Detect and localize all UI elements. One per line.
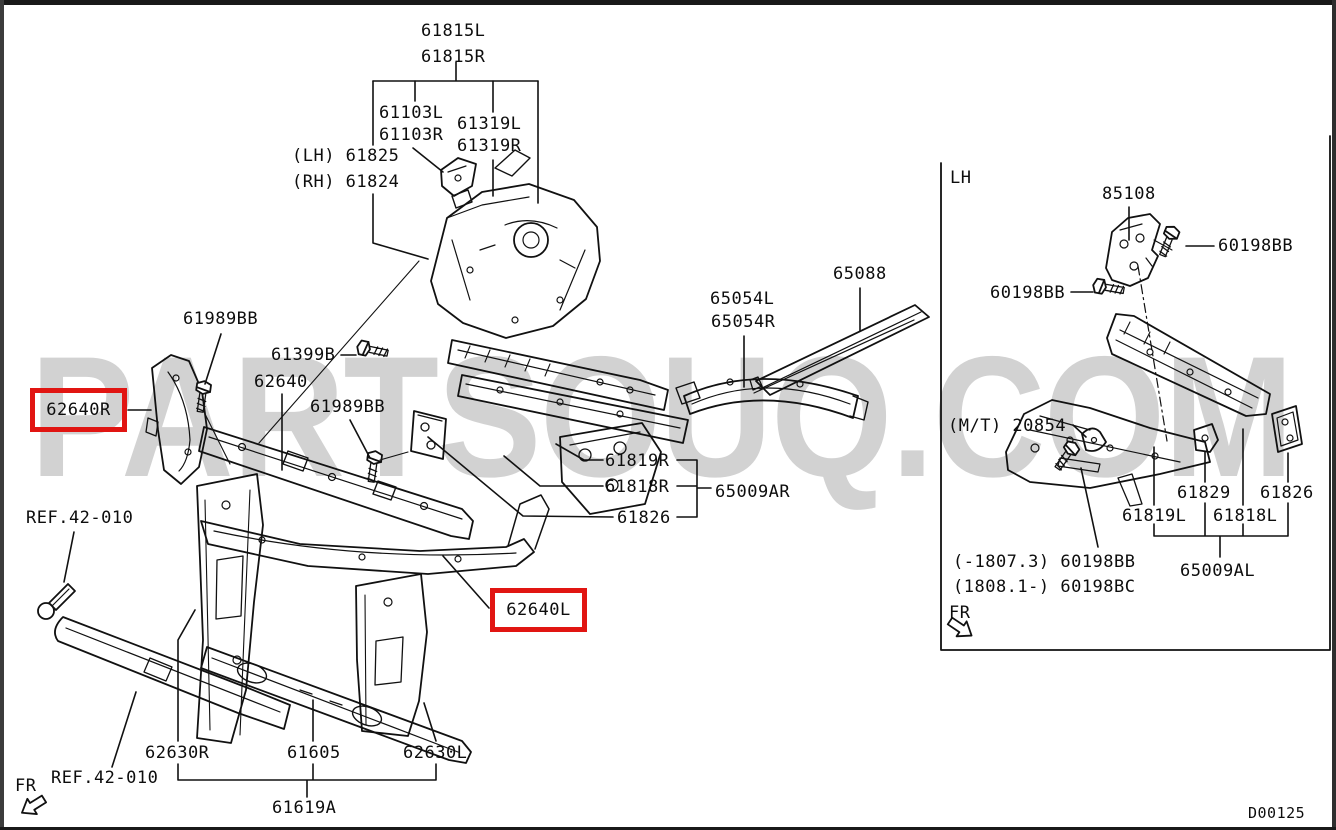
left-border-strip (0, 0, 4, 830)
front-end-upper-bar-65054 (675, 378, 869, 421)
label-62640L[interactable]: 62640L (490, 588, 587, 632)
bottom-border-strip (0, 827, 1336, 830)
label-61815R: 61815R (421, 47, 486, 67)
frame-bracket (559, 422, 662, 515)
bracket-61829 (1193, 423, 1219, 453)
label-61819R: 61819R (605, 451, 670, 471)
label-lh-panel-title: LH (950, 168, 972, 188)
label-61103L: 61103L (379, 103, 444, 123)
label-85108: 85108 (1102, 184, 1156, 204)
label-60198BB-dated: (-1807.3) 60198BB (953, 552, 1136, 572)
label-61825: (LH) 61825 (292, 146, 400, 166)
stud-pin (37, 583, 76, 620)
bumper-beam (54, 616, 291, 730)
apron-rail-upper (447, 339, 669, 411)
top-border-strip (0, 0, 1336, 5)
label-61818L: 61818L (1213, 506, 1278, 526)
rail-upper-lh (1106, 313, 1271, 417)
label-61319L: 61319L (457, 114, 522, 134)
sill-rail-65088 (749, 304, 930, 396)
label-62640R[interactable]: 62640R (30, 388, 127, 432)
label-61826-lh: 61826 (1260, 483, 1314, 503)
label-60198BC-dated: (1808.1-) 60198BC (953, 577, 1136, 597)
label-ref-42-010-bottom: REF.42-010 (51, 768, 159, 788)
fr-arrow-lh (946, 616, 973, 638)
stay-62640L-part (200, 494, 550, 575)
label-65088: 65088 (833, 264, 887, 284)
label-diagram-code: D00125 (1248, 804, 1306, 822)
label-65054R: 65054R (711, 312, 776, 332)
right-border-strip (1332, 0, 1336, 830)
label-fr-main: FR (15, 776, 37, 796)
wheelhouse-assembly (430, 183, 601, 339)
lower-crossmember-61605 (200, 646, 472, 764)
fr-arrow-main (21, 794, 48, 815)
label-fr-lh: FR (949, 603, 971, 623)
leader-lines-lh (1070, 206, 1289, 558)
label-61829: 61829 (1177, 483, 1231, 503)
upper-crossmember-62640 (198, 426, 474, 540)
side-panel-62630L (355, 573, 428, 737)
label-61818R: 61818R (605, 477, 670, 497)
leader-lines-main (63, 61, 861, 798)
label-61824: (RH) 61824 (292, 172, 400, 192)
label-65009AL: 65009AL (1180, 561, 1256, 581)
label-61989BB-1: 61989BB (183, 309, 259, 329)
label-60198BB-right: 60198BB (1218, 236, 1294, 256)
label-62630L: 62630L (403, 743, 468, 763)
label-61819L: 61819L (1122, 506, 1187, 526)
label-61619A: 61619A (272, 798, 337, 818)
label-61399B: 61399B (271, 345, 336, 365)
label-65054L: 65054L (710, 289, 775, 309)
stay-62640R-part (145, 354, 208, 485)
end-plate-61826 (1271, 405, 1303, 453)
label-65009AR: 65009AR (715, 482, 791, 502)
label-60198BB-left: 60198BB (990, 283, 1066, 303)
lh-panel-box (940, 135, 1331, 651)
label-61103R: 61103R (379, 125, 444, 145)
label-ref-42-010-top: REF.42-010 (26, 508, 134, 528)
clamp-20854 (1081, 427, 1107, 452)
label-61989BB-2: 61989BB (310, 397, 386, 417)
label-20854: (M/T) 20854 (948, 416, 1067, 436)
label-61319R: 61319R (457, 136, 522, 156)
hood-hinge-bracket (440, 149, 531, 209)
label-61815L: 61815L (421, 21, 486, 41)
label-61605: 61605 (287, 743, 341, 763)
label-62640: 62640 (254, 372, 308, 392)
apron-rail-lower (457, 374, 689, 444)
label-62630R: 62630R (145, 743, 210, 763)
mount-plate (410, 410, 447, 460)
label-61826-main: 61826 (617, 508, 671, 528)
